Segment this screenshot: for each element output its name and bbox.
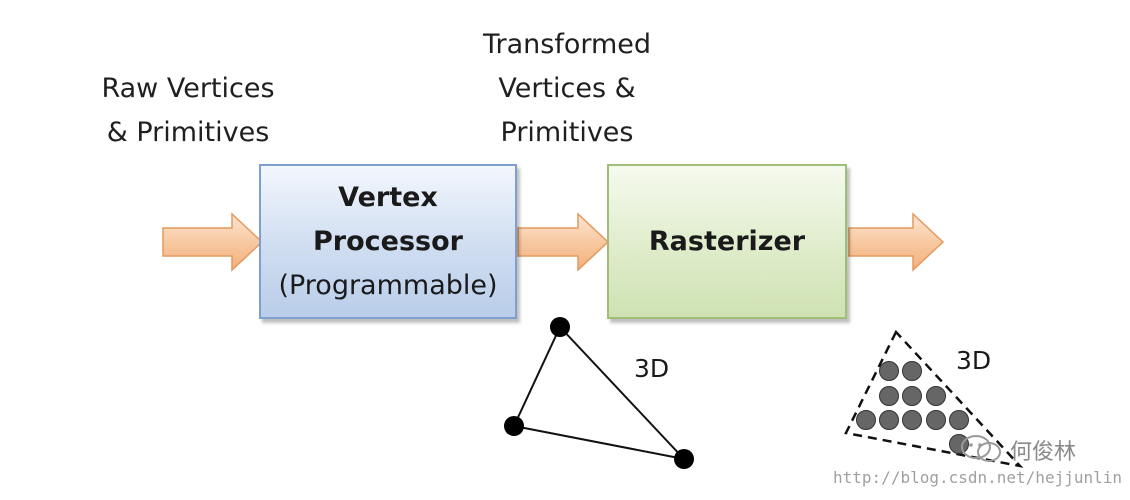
- middle-arrow: [517, 212, 610, 272]
- vertex-dot: [674, 449, 694, 469]
- vertex-processor-subtitle: (Programmable): [278, 269, 498, 301]
- fragment-triangle-outline: [844, 329, 1024, 468]
- raw-input-label-line2: & Primitives: [106, 117, 270, 148]
- wechat-icon: [961, 435, 1001, 462]
- transformed-label-line3: Primitives: [500, 117, 634, 148]
- watermark-url: http://blog.csdn.net/hejjunlin: [833, 468, 1122, 487]
- transformed-label-line2: Vertices &: [498, 73, 636, 104]
- fragment-dot: [949, 434, 969, 454]
- fragment-dot: [879, 386, 899, 406]
- fragment-dot: [949, 410, 969, 430]
- fragments-3d-label: 3D: [956, 346, 992, 375]
- vertex-dot: [550, 317, 570, 337]
- raw-input-label-line1: Raw Vertices: [101, 73, 275, 104]
- transformed-label: Transformed Vertices & Primitives: [462, 23, 672, 155]
- output-arrow: [848, 212, 945, 272]
- fragment-dot: [902, 361, 922, 381]
- vertex-processor-title-line2: Processor: [313, 225, 463, 257]
- fragment-dot: [879, 361, 899, 381]
- rasterizer-title: Rasterizer: [648, 225, 806, 257]
- transformed-label-line1: Transformed: [482, 29, 652, 60]
- vertex-dot: [504, 416, 524, 436]
- fragment-dot: [879, 410, 899, 430]
- fragment-dot: [926, 410, 946, 430]
- fragment-dot: [902, 410, 922, 430]
- watermark-author: 何俊林: [1010, 440, 1077, 465]
- rasterizer-box: Rasterizer: [607, 164, 847, 319]
- fragment-dot: [856, 410, 876, 430]
- fragment-dot: [902, 386, 922, 406]
- vertex-processor-box: Vertex Processor (Programmable): [259, 164, 517, 319]
- triangle-3d-label: 3D: [634, 354, 670, 383]
- rasterized-fragments: [844, 329, 1024, 468]
- vertex-triangle: [504, 317, 694, 469]
- vertex-processor-title-line1: Vertex: [338, 181, 438, 213]
- input-arrow: [162, 212, 264, 272]
- raw-input-label: Raw Vertices & Primitives: [88, 67, 288, 155]
- fragment-dot: [926, 386, 946, 406]
